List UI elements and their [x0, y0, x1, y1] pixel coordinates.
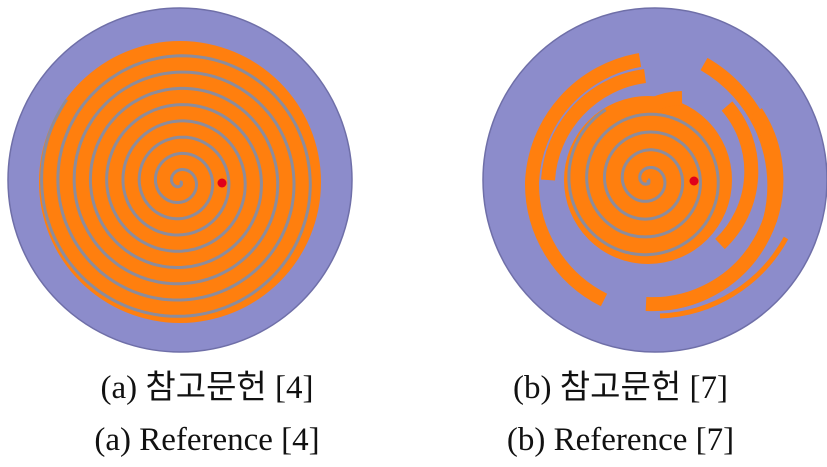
- figure-b-antenna: [482, 7, 827, 353]
- figure-b-arm-5: [715, 101, 759, 250]
- figure-a-feed-point: [217, 178, 227, 188]
- figure-a-antenna: [7, 7, 353, 353]
- figure-b-arm-7: [659, 236, 789, 319]
- figure-b-arm-2: [541, 69, 647, 181]
- figure-b-caption-korean: (b) 참고문헌 [7]: [513, 370, 728, 406]
- figure-b-feed-point: [689, 176, 699, 186]
- figure-b-inner-spiral-gap: [567, 108, 720, 257]
- figure-a-caption-english: (a) Reference [4]: [94, 422, 320, 458]
- figure-b-caption-english: (b) Reference [7]: [506, 422, 735, 458]
- figure-a-panel: (a) 참고문헌 [4] (a) Reference [4]: [7, 7, 353, 458]
- figure-a-caption-korean: (a) 참고문헌 [4]: [100, 370, 314, 406]
- figure-b-panel: (b) 참고문헌 [7] (b) Reference [7]: [414, 0, 827, 467]
- figure-a-spiral-gap: [40, 54, 312, 318]
- figure-b-arm-6: [645, 108, 784, 312]
- figure-b-arm-3: [651, 91, 683, 111]
- figure-b-outer-arms: [524, 53, 789, 319]
- figure-b-arm-1: [524, 53, 642, 307]
